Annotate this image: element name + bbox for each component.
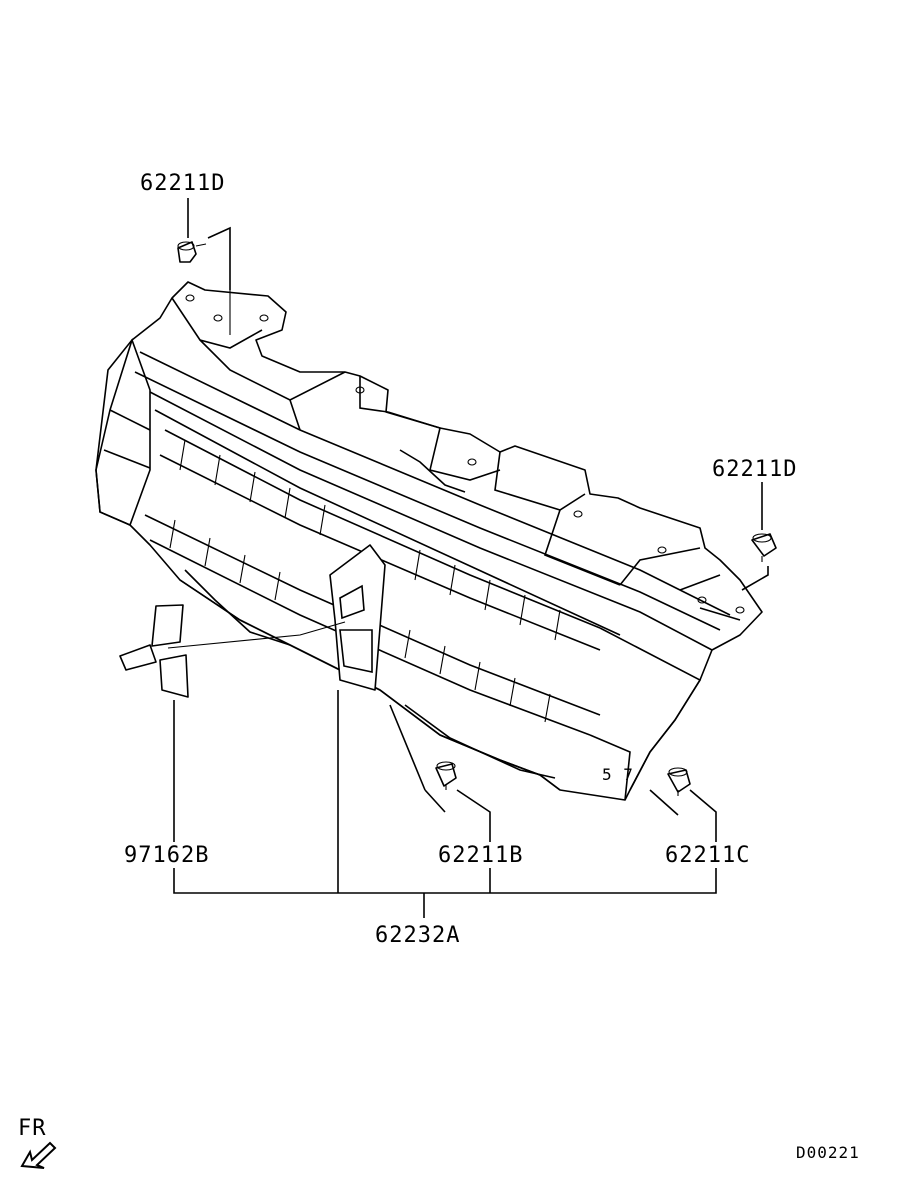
clip-62211b [435, 761, 457, 790]
front-label: FR [18, 1116, 47, 1141]
leader-lines [167, 198, 769, 918]
front-direction-indicator: FR [18, 1116, 57, 1169]
clip-62211d-top-left [177, 241, 207, 263]
clip-62211c [667, 767, 691, 796]
clip-62211d-top-right [751, 533, 777, 562]
emblem-97162b [119, 604, 189, 698]
front-arrow-icon [20, 1141, 57, 1169]
label-97162b: 97162B [124, 843, 209, 868]
label-62211b: 62211B [438, 843, 523, 868]
drawing-number: D00221 [796, 1143, 860, 1162]
radiator-grille: 5 7 [95, 281, 763, 801]
svg-text:5 7: 5 7 [602, 765, 634, 784]
label-62211d-top-left: 62211D [140, 171, 225, 196]
label-62211d-top-right: 62211D [712, 457, 797, 482]
label-62211c: 62211C [665, 843, 750, 868]
label-62232a: 62232A [375, 923, 460, 948]
